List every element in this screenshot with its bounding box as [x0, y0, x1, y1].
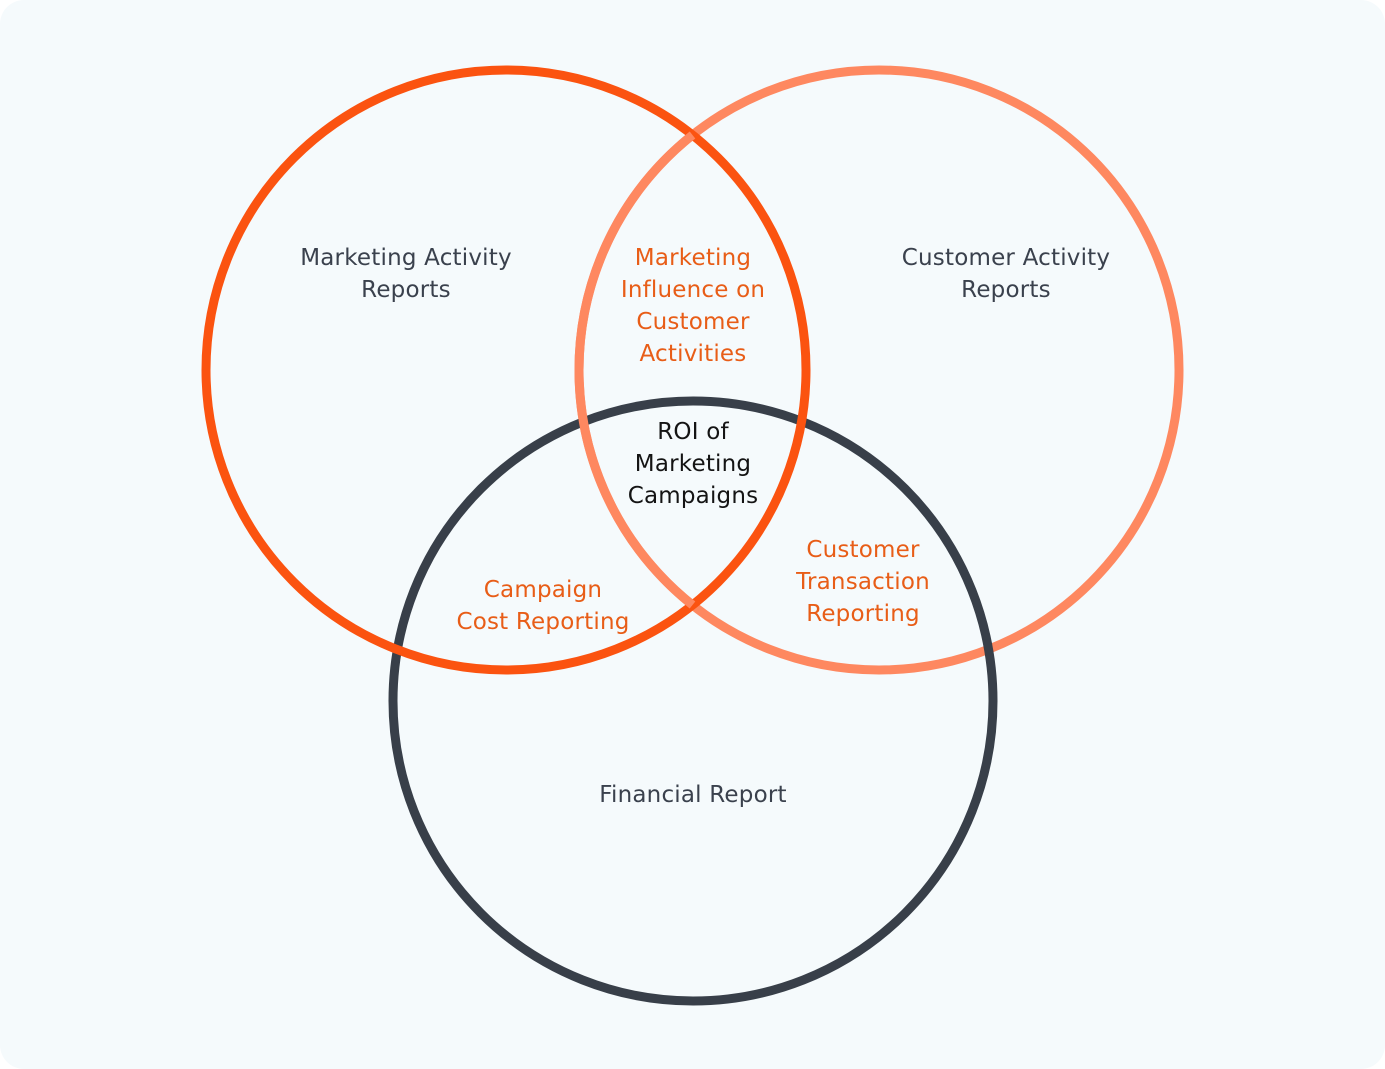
financial-report-label: Financial Report	[543, 779, 843, 811]
mf-overlap-line-1: Campaign	[483, 577, 603, 603]
financial-report-circle	[388, 396, 998, 1006]
roi-line-2: Marketing	[634, 451, 752, 477]
customer-circle-overlap-arc	[574, 131, 696, 609]
financial-report-line-1: Financial Report	[599, 782, 787, 808]
customer-activity-line-1: Customer Activity	[901, 245, 1111, 271]
marketing-activity-label: Marketing Activity Reports	[256, 242, 556, 306]
marketing-customer-overlap-label: Marketing Influence on Customer Activiti…	[573, 242, 813, 370]
roi-center-label: ROI of Marketing Campaigns	[593, 416, 793, 512]
mc-overlap-line-4: Activities	[639, 341, 747, 367]
mc-overlap-line-3: Customer	[636, 309, 750, 335]
customer-financial-overlap-label: Customer Transaction Reporting	[753, 534, 973, 630]
cf-overlap-line-3: Reporting	[806, 601, 920, 627]
customer-activity-label: Customer Activity Reports	[856, 242, 1156, 306]
mf-overlap-line-2: Cost Reporting	[456, 609, 630, 635]
marketing-activity-line-1: Marketing Activity	[300, 245, 512, 271]
customer-activity-line-2: Reports	[961, 277, 1051, 303]
cf-overlap-line-2: Transaction	[796, 569, 930, 595]
mc-overlap-line-2: Influence on	[620, 277, 766, 303]
mc-overlap-line-1: Marketing	[634, 245, 752, 271]
marketing-financial-overlap-label: Campaign Cost Reporting	[423, 574, 663, 638]
roi-line-1: ROI of	[657, 419, 729, 445]
marketing-activity-line-2: Reports	[361, 277, 451, 303]
marketing-activity-circle	[201, 65, 811, 675]
roi-line-3: Campaigns	[627, 483, 759, 509]
cf-overlap-line-1: Customer	[806, 537, 920, 563]
